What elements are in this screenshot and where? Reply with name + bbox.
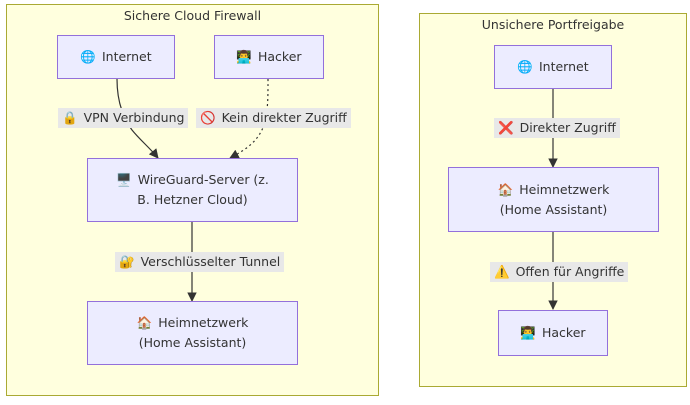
wireguard-server-node: 🖥️WireGuard-Server (z. B. Hetzner Cloud) bbox=[87, 158, 298, 222]
node-label: 🖥️WireGuard-Server (z. B. Hetzner Cloud) bbox=[116, 172, 269, 207]
node-label: Internet bbox=[538, 59, 589, 74]
house-icon: 🏠 bbox=[136, 315, 153, 330]
node-label: Hacker bbox=[542, 325, 586, 340]
edge-vpn bbox=[116, 78, 159, 159]
internet-node: 🌐 Internet bbox=[57, 35, 175, 79]
edge-label-no-direct-access: 🚫Kein direkter Zugriff bbox=[196, 108, 351, 128]
computer-icon: 🖥️ bbox=[116, 172, 132, 187]
hacker-node: 👨‍💻 Hacker bbox=[498, 310, 608, 356]
edge-label-direct-access: ❌Direkter Zugriff bbox=[494, 118, 620, 138]
globe-icon: 🌐 bbox=[80, 49, 96, 64]
node-label: Internet bbox=[101, 49, 152, 64]
node-label: 🏠Heimnetzwerk (Home Assistant) bbox=[497, 181, 610, 217]
prohibited-icon: 🚫 bbox=[200, 110, 216, 125]
edge-label-open-attacks: ⚠️Offen für Angriffe bbox=[490, 262, 629, 282]
warning-icon: ⚠️ bbox=[494, 264, 510, 279]
cross-mark-icon: ❌ bbox=[498, 120, 514, 135]
globe-icon: 🌐 bbox=[517, 59, 533, 74]
group-title: Unsichere Portfreigabe bbox=[481, 17, 625, 32]
home-network-node: 🏠Heimnetzwerk (Home Assistant) bbox=[87, 301, 298, 365]
node-label: Hacker bbox=[258, 49, 302, 64]
house-icon: 🏠 bbox=[497, 181, 514, 197]
internet-node: 🌐 Internet bbox=[494, 45, 612, 89]
hacker-icon: 👨‍💻 bbox=[236, 49, 252, 64]
home-network-node: 🏠Heimnetzwerk (Home Assistant) bbox=[448, 167, 659, 232]
lock-icon: 🔒 bbox=[62, 110, 78, 125]
hacker-icon: 👨‍💻 bbox=[520, 325, 536, 340]
edge-label-vpn: 🔒VPN Verbindung bbox=[58, 108, 189, 128]
node-label: 🏠Heimnetzwerk (Home Assistant) bbox=[136, 315, 249, 350]
group-title: Sichere Cloud Firewall bbox=[123, 8, 262, 23]
lock-with-key-icon: 🔐 bbox=[119, 254, 135, 269]
hacker-node: 👨‍💻 Hacker bbox=[214, 35, 324, 79]
edge-label-tunnel: 🔐Verschlüsselter Tunnel bbox=[115, 252, 285, 272]
